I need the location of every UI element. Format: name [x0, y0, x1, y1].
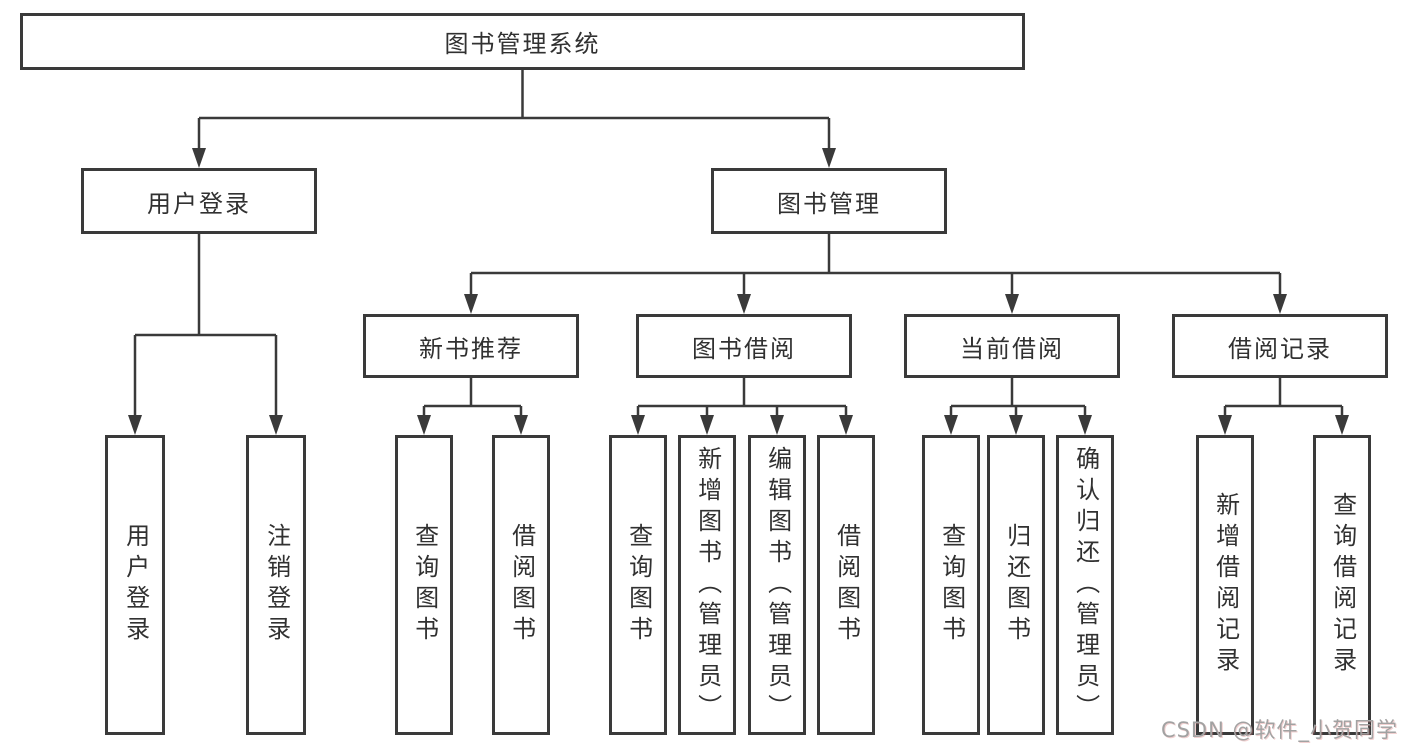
- leaf-label: 确认归还（管理员）: [1071, 445, 1100, 725]
- leaf-newrec-query-books: 查询图书: [395, 435, 453, 735]
- connector-current-to-leaves: [949, 378, 1087, 419]
- connector-newrec-to-leaves: [422, 378, 523, 419]
- node-book-management: 图书管理: [711, 168, 947, 234]
- leaf-records-add-record: 新增借阅记录: [1196, 435, 1254, 735]
- node-label: 新书推荐: [419, 334, 523, 363]
- leaf-user-login: 用户登录: [105, 435, 165, 735]
- leaf-newrec-borrow-books: 借阅图书: [492, 435, 550, 735]
- node-current-borrowing: 当前借阅: [904, 314, 1120, 378]
- node-book-borrowing: 图书借阅: [636, 314, 852, 378]
- leaf-borrowing-query-books: 查询图书: [609, 435, 667, 735]
- node-label: 图书管理: [777, 189, 881, 218]
- leaf-borrowing-add-books-admin: 新增图书（管理员）: [678, 435, 736, 735]
- node-label: 当前借阅: [960, 334, 1064, 363]
- leaf-label: 注销登录: [262, 523, 291, 647]
- node-label: 图书管理系统: [444, 30, 601, 58]
- leaf-current-return-books: 归还图书: [987, 435, 1045, 735]
- node-user-login: 用户登录: [81, 168, 317, 234]
- leaf-label: 归还图书: [1002, 523, 1031, 647]
- leaf-label: 查询借阅记录: [1328, 492, 1357, 678]
- connector-records-to-leaves: [1223, 378, 1344, 419]
- leaf-borrowing-edit-books-admin: 编辑图书（管理员）: [748, 435, 806, 735]
- leaf-label: 查询图书: [410, 523, 439, 647]
- leaf-label: 借阅图书: [507, 523, 536, 647]
- leaf-label: 新增借阅记录: [1211, 492, 1240, 678]
- connector-borrowing-to-leaves: [636, 378, 848, 419]
- connector-root-to-level2: [197, 70, 831, 152]
- leaf-current-query-books: 查询图书: [922, 435, 980, 735]
- node-label: 图书借阅: [692, 334, 796, 363]
- leaf-label: 查询图书: [624, 523, 653, 647]
- leaf-borrowing-borrow-books: 借阅图书: [817, 435, 875, 735]
- node-new-book-recommend: 新书推荐: [363, 314, 579, 378]
- csdn-watermark: CSDN @软件_小贺同学: [1160, 718, 1398, 742]
- node-library-management-system: 图书管理系统: [20, 13, 1025, 70]
- leaf-label: 用户登录: [121, 523, 150, 647]
- connector-user-login-to-leaves: [133, 234, 278, 419]
- node-label: 借阅记录: [1228, 334, 1332, 363]
- node-label: 用户登录: [147, 189, 251, 218]
- leaf-logout: 注销登录: [246, 435, 306, 735]
- leaf-current-confirm-return-admin: 确认归还（管理员）: [1056, 435, 1114, 735]
- leaf-label: 新增图书（管理员）: [693, 445, 722, 725]
- node-borrowing-records: 借阅记录: [1172, 314, 1388, 378]
- leaf-label: 编辑图书（管理员）: [763, 445, 792, 725]
- connector-book-mgmt-to-level3: [469, 234, 1282, 298]
- leaf-label: 查询图书: [937, 523, 966, 647]
- leaf-records-query-record: 查询借阅记录: [1313, 435, 1371, 735]
- leaf-label: 借阅图书: [832, 523, 861, 647]
